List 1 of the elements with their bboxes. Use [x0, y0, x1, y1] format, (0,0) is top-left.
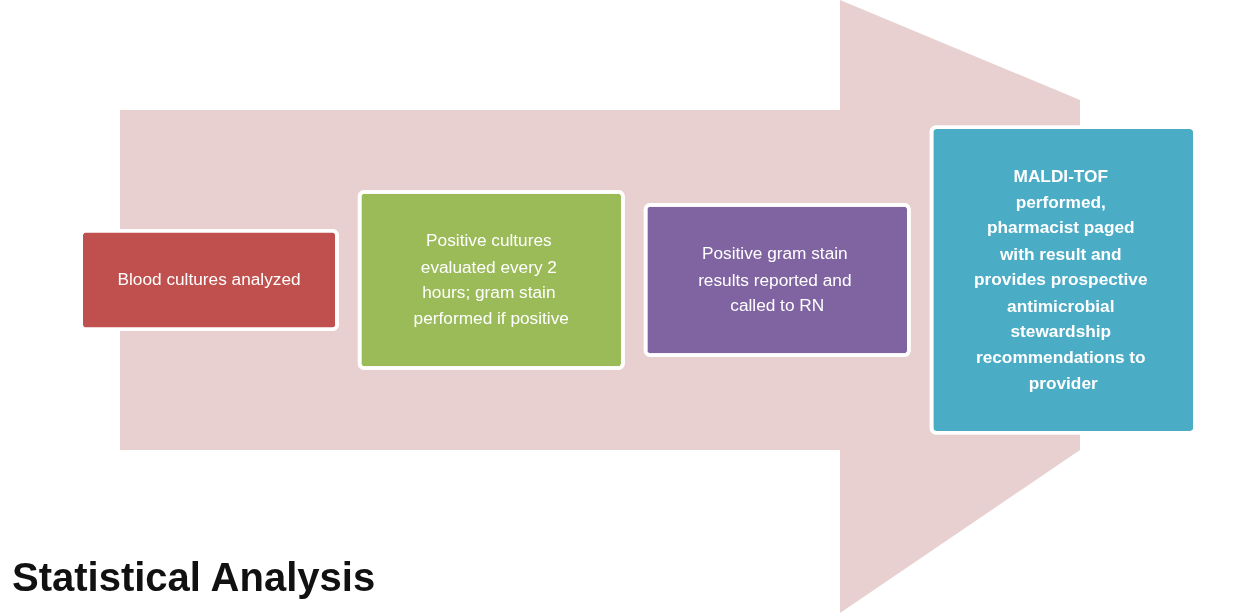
section-heading: Statistical Analysis	[12, 555, 376, 600]
